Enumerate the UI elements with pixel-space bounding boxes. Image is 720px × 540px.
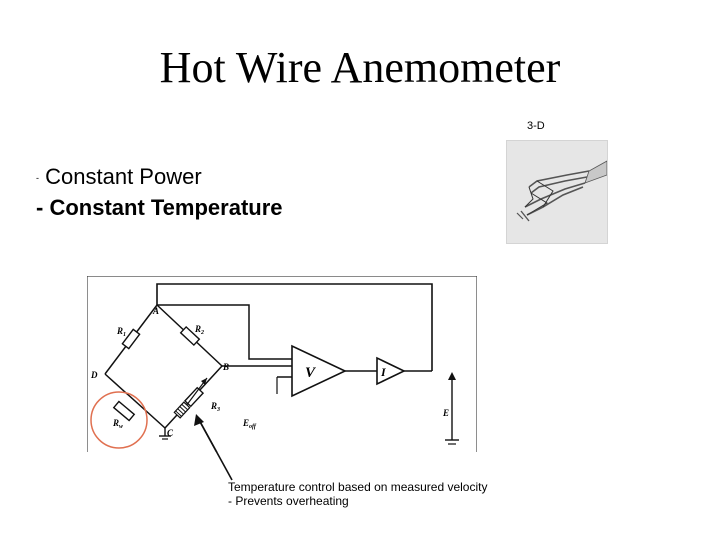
svg-text:R1: R1 [116, 326, 126, 338]
probe-label: 3-D [527, 120, 545, 132]
node-b-label: B [222, 362, 229, 372]
resistor-rw [112, 400, 136, 422]
node-a-label: A [152, 306, 159, 316]
callout-arrow-icon [194, 414, 233, 481]
svg-text:Eoff: Eoff [242, 418, 257, 430]
r1-sub: 1 [123, 332, 126, 338]
resistor-r1 [121, 328, 141, 350]
offset-sub: off [249, 424, 257, 430]
caption-line-1: Temperature control based on measured ve… [228, 480, 488, 494]
node-d-label: D [90, 370, 98, 380]
amplifier-i [376, 356, 406, 386]
rw-label: R [112, 418, 119, 428]
bullet-dash: - [36, 173, 39, 183]
wheatstone-bridge-circuit: A B C D R1 R2 R3 Rw V I E Eoff [87, 276, 477, 452]
svg-text:R3: R3 [210, 401, 220, 413]
r3-label: R [210, 401, 217, 411]
caption-line-2: - Prevents overheating [228, 494, 349, 508]
offset-label: E [242, 418, 249, 428]
bullet-text-1: Constant Power [45, 164, 202, 189]
amp-i-label: I [380, 365, 387, 379]
amplifier-v [291, 344, 347, 398]
output-e-label: E [442, 408, 449, 418]
hot-wire-probe-icon [506, 140, 608, 244]
r2-sub: 2 [200, 330, 204, 336]
svg-text:Rw: Rw [112, 418, 124, 430]
amp-v-label: V [305, 365, 317, 381]
slide-title: Hot Wire Anemometer [159, 43, 561, 92]
r3-sub: 3 [216, 407, 220, 413]
highlight-circle [90, 391, 148, 449]
r2-label: R [194, 324, 201, 334]
bullet-constant-power: - Constant Power [36, 164, 202, 190]
resistor-r2 [179, 325, 201, 347]
caption: Temperature control based on measured ve… [228, 480, 487, 508]
sensor-coil [173, 401, 191, 419]
bullet-constant-temperature: - Constant Temperature [36, 195, 283, 220]
node-c-label: C [167, 428, 174, 438]
rw-sub: w [119, 424, 124, 430]
r1-label: R [116, 326, 123, 336]
svg-text:R2: R2 [194, 324, 204, 336]
